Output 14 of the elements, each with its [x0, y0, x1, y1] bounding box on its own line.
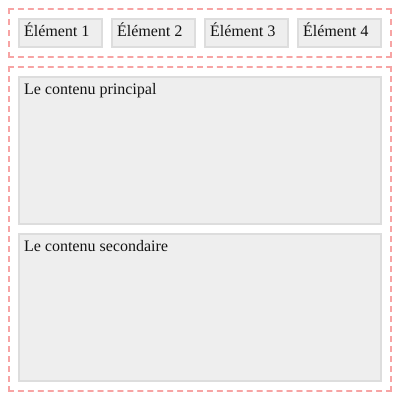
dashed-container	[8, 66, 392, 392]
content-panel	[18, 76, 382, 225]
item-label: Élément 2	[117, 23, 184, 41]
item-card	[297, 18, 382, 48]
panel-text: Le contenu principal	[24, 81, 158, 99]
panel-text: Le contenu secondaire	[24, 238, 169, 256]
content-panel	[18, 233, 382, 382]
item-card	[18, 18, 103, 48]
item-card	[111, 18, 196, 48]
item-card	[204, 18, 289, 48]
dashed-container	[8, 8, 392, 58]
item-label: Élément 3	[210, 23, 276, 41]
item-label: Élément 1	[24, 23, 90, 41]
item-label: Élément 4	[303, 23, 370, 41]
